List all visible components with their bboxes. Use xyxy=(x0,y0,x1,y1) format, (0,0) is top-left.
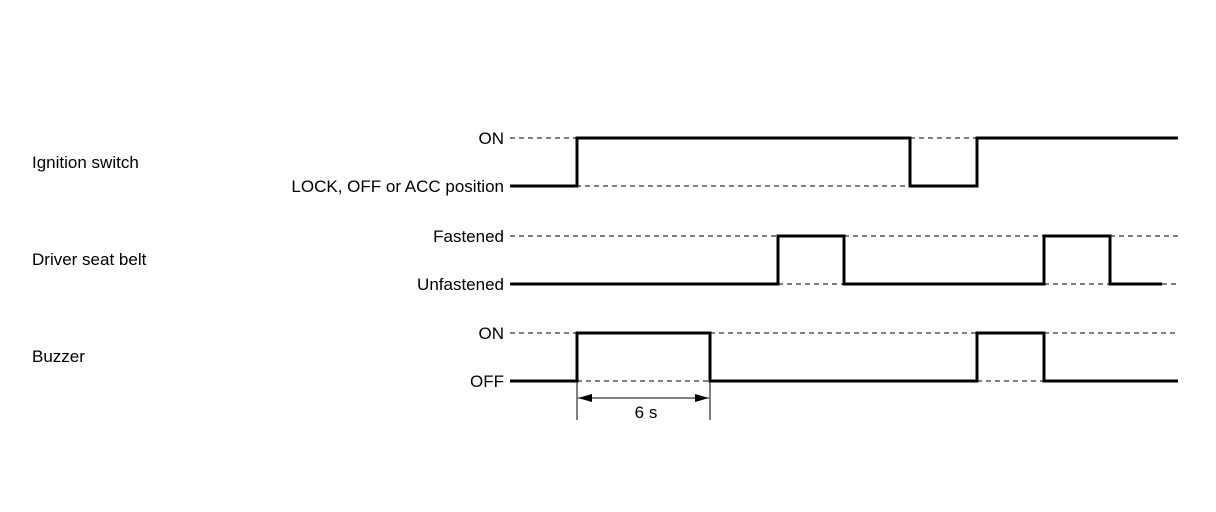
duration-arrow-left xyxy=(578,394,592,402)
duration-label: 6 s xyxy=(635,403,658,422)
ignition-high-label: ON xyxy=(479,129,505,148)
seatbelt-high-label: Fastened xyxy=(433,227,504,246)
ignition-low-label: LOCK, OFF or ACC position xyxy=(291,177,504,196)
buzzer-high-label: ON xyxy=(479,324,505,343)
ignition-waveform xyxy=(510,136,1178,188)
signal-name-ignition-switch: Ignition switch xyxy=(32,153,139,172)
signal-name-driver-seat-belt: Driver seat belt xyxy=(32,250,147,269)
duration-arrow-right xyxy=(695,394,709,402)
buzzer-waveform xyxy=(510,331,1178,383)
seatbelt-low-label: Unfastened xyxy=(417,275,504,294)
signal-name-buzzer: Buzzer xyxy=(32,347,85,366)
seatbelt-waveform xyxy=(510,234,1162,286)
buzzer-low-label: OFF xyxy=(470,372,504,391)
